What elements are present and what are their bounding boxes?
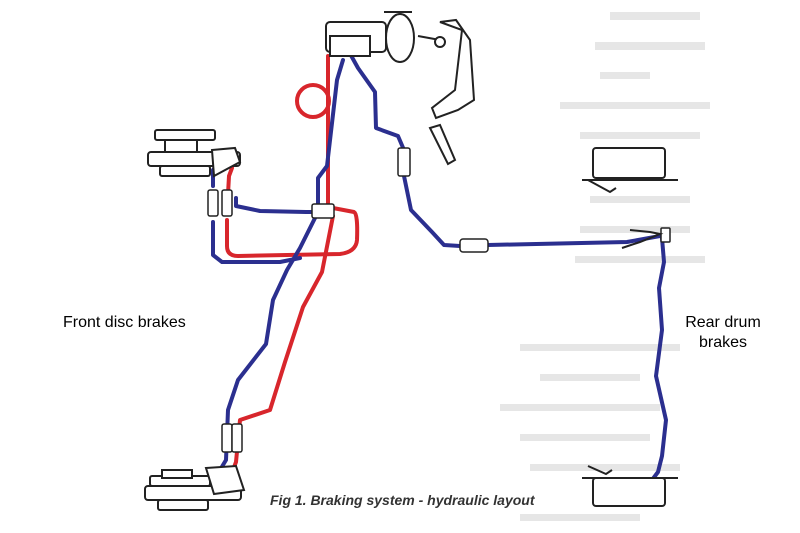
background-ghost-text xyxy=(500,12,710,521)
rear-bottom-drum-brake xyxy=(582,465,678,507)
figure-caption: Fig 1. Braking system - hydraulic layout xyxy=(270,492,535,508)
red-line-loop xyxy=(295,83,331,119)
front-left-union-blue xyxy=(207,189,219,217)
front-disc-brakes-label: Front disc brakes xyxy=(63,314,186,331)
brake-pedal xyxy=(430,18,476,120)
line-fittings xyxy=(207,147,671,453)
rear-top-drum-brake xyxy=(582,147,678,249)
front-left-disc-brake xyxy=(147,129,242,178)
brake-booster xyxy=(385,13,415,63)
distribution-block xyxy=(311,203,335,219)
front-left-union-red xyxy=(221,189,233,217)
pedal-pivot xyxy=(434,36,446,48)
rear-label-line1: Rear drum xyxy=(685,314,761,331)
master-cylinder-assembly xyxy=(325,11,476,166)
rear-line-valve xyxy=(459,238,489,253)
front-right-union-red xyxy=(231,423,243,453)
rear-drum-brakes-label: Rear drum brakes xyxy=(668,313,778,353)
pedal-pad xyxy=(428,123,457,166)
pressure-switch xyxy=(397,147,411,177)
rear-label-line2: brakes xyxy=(698,334,748,351)
rear-tee-fitting xyxy=(660,227,671,243)
front-right-disc-brake xyxy=(144,464,246,511)
front-right-union-blue xyxy=(221,423,233,453)
